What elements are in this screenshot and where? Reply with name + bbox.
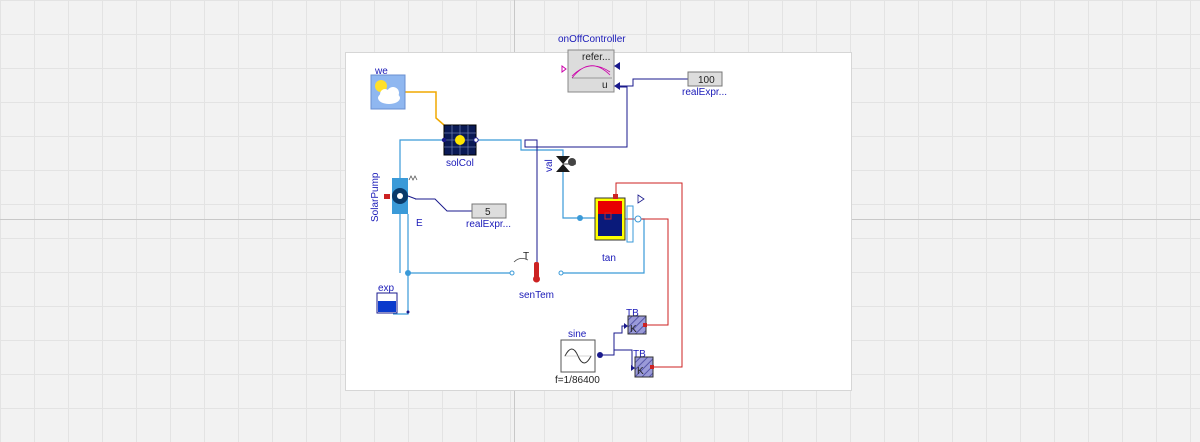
sensor-pin-label: T — [523, 251, 529, 262]
tb2-heat-port[interactable] — [650, 365, 654, 369]
heat-tank-to-tb1[interactable] — [615, 182, 683, 368]
junction-dot — [406, 310, 410, 314]
expansion-water — [378, 301, 396, 312]
thermometer-icon — [534, 262, 539, 278]
solar-collector-label: solCol — [446, 158, 474, 169]
solar-collector-port-a[interactable] — [441, 137, 447, 143]
sine-label: sine — [568, 329, 587, 340]
tank-hot-zone — [598, 201, 622, 215]
boundary-temp-1[interactable]: TB K — [624, 308, 647, 335]
real-expression-mid[interactable]: 5 realExpr... — [466, 203, 511, 230]
controller-label: onOffController — [558, 34, 626, 45]
pump-signal-stub — [407, 195, 417, 200]
pump-meter-icon — [408, 175, 418, 181]
connections — [393, 78, 688, 369]
pipe-exp-connection[interactable] — [393, 273, 409, 315]
controller-u-label: u — [602, 80, 608, 91]
tb1-heat-port[interactable] — [643, 323, 647, 327]
real-expression-top-value: 100 — [698, 75, 715, 86]
tb2-sub-label: K — [637, 366, 644, 377]
tb1-label: TB — [626, 308, 639, 319]
controller-hysteresis-icon — [571, 65, 611, 79]
pump-left-port[interactable] — [384, 194, 390, 199]
tb1-sub-label: K — [630, 324, 637, 335]
sine-param: f=1/86400 — [555, 375, 600, 386]
pump-component[interactable]: SolarPump E — [370, 172, 423, 229]
expansion-vessel-component[interactable]: exp — [376, 283, 398, 314]
tank-heater-mark — [604, 212, 612, 220]
signal-sine-to-tb1[interactable] — [600, 325, 630, 356]
real-expression-mid-frame — [471, 203, 507, 219]
sensor-wire — [513, 258, 529, 263]
signal-sine-to-tb2[interactable] — [600, 349, 635, 369]
solar-grid-lines — [444, 125, 476, 155]
temperature-sensor-component[interactable]: T senTem — [509, 251, 564, 301]
real-expression-mid-value: 5 — [485, 207, 491, 218]
controller-input-reference[interactable] — [614, 62, 620, 70]
solar-collector-component[interactable]: solCol — [441, 124, 479, 169]
pump-sub-label: E — [416, 218, 423, 229]
heat-tank-to-tb2[interactable] — [625, 218, 669, 326]
tank-label: tan — [602, 253, 616, 264]
expansion-label: exp — [378, 283, 395, 294]
tank-side-pipe — [626, 205, 634, 243]
valve-actuator — [568, 158, 576, 166]
controller-frame — [567, 49, 615, 93]
real-expression-top[interactable]: 100 realExpr... — [682, 71, 727, 98]
controller-component[interactable]: onOffController refer... u — [558, 34, 626, 93]
sensor-port-a[interactable] — [509, 270, 515, 276]
tank-cold-zone — [598, 214, 622, 236]
cloud-sun-icon — [375, 80, 400, 104]
real-expression-mid-label: realExpr... — [466, 219, 511, 230]
sun-icon — [455, 135, 465, 145]
tank-heat-port[interactable] — [613, 194, 618, 199]
real-expression-top-label: realExpr... — [682, 87, 727, 98]
valve-label: val — [544, 159, 555, 172]
tb1-input[interactable] — [624, 323, 628, 329]
sine-component[interactable]: sine f=1/86400 — [555, 329, 603, 386]
tank-port-a[interactable] — [577, 215, 583, 221]
pipe-collector-to-pump[interactable] — [399, 139, 444, 178]
signal-sensor-to-controller[interactable] — [524, 86, 628, 263]
controller-refer-label: refer... — [582, 52, 610, 63]
valve-component[interactable]: val — [544, 156, 576, 172]
junction-dot — [405, 270, 411, 276]
pipe-valve-to-tank[interactable] — [562, 172, 595, 219]
weather-bus-connection[interactable] — [405, 91, 445, 126]
sine-output[interactable] — [597, 352, 603, 358]
boundary-temp-2[interactable]: TB K — [631, 349, 654, 378]
sensor-port-b[interactable] — [558, 270, 564, 276]
thermometer-bulb — [533, 275, 540, 283]
tb2-input[interactable] — [631, 365, 635, 371]
tank-heat-port-indicator — [637, 194, 645, 204]
pipe-collector-to-valve[interactable] — [476, 139, 564, 156]
pump-label: SolarPump — [370, 172, 381, 222]
controller-input-u[interactable] — [614, 82, 620, 90]
tank-port-b[interactable] — [634, 215, 642, 223]
junction-dots — [405, 270, 411, 314]
tank-component[interactable]: tan — [577, 194, 645, 264]
tb2-label: TB — [633, 349, 646, 360]
pump-center — [397, 193, 403, 199]
weather-component[interactable]: we — [370, 66, 406, 110]
sensor-label: senTem — [519, 290, 554, 301]
weather-label: we — [374, 66, 388, 77]
signal-realexpr-to-controller[interactable] — [620, 78, 688, 87]
controller-output[interactable] — [561, 65, 567, 73]
solar-collector-port-b[interactable] — [473, 137, 479, 143]
signal-realexpr-to-pump[interactable] — [415, 198, 472, 212]
real-expression-top-frame — [687, 71, 723, 87]
